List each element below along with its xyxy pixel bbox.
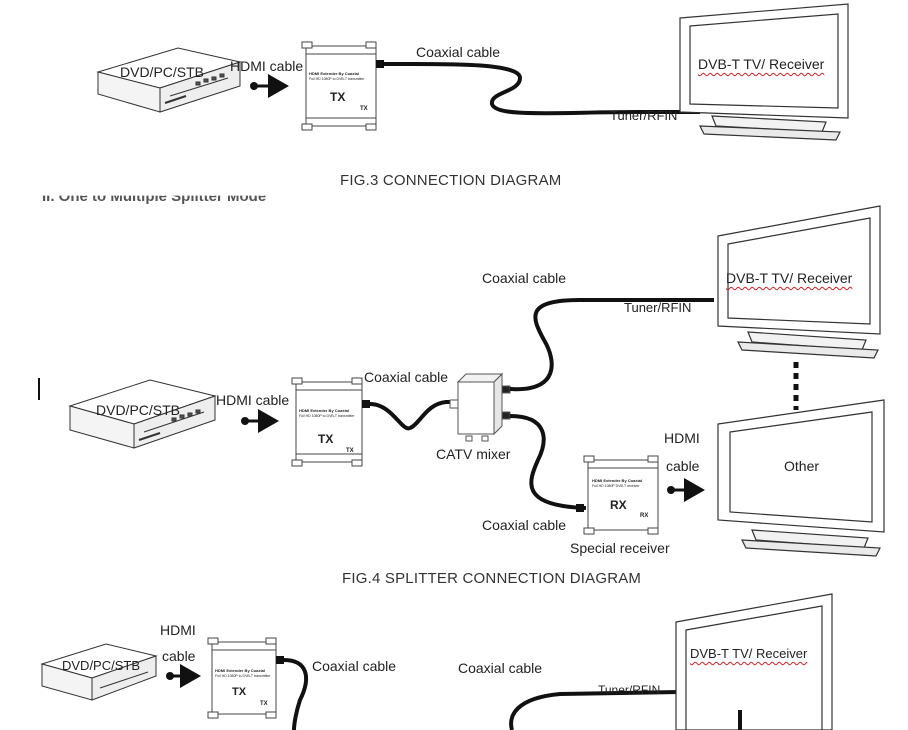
tx-box-label: TX — [318, 432, 334, 446]
coaxial-cable-line — [383, 61, 700, 116]
hdmi-label-line2: cable — [162, 648, 196, 664]
dvd-player-icon — [96, 47, 242, 113]
tx-extender-box — [207, 637, 277, 719]
hdmi-arrow-icon — [241, 409, 279, 433]
tv-monitor-icon — [679, 3, 849, 141]
hdmi-arrow-icon — [166, 664, 201, 688]
tuner-rfin-label: Tuner/RFIN — [624, 300, 692, 315]
rx-box-subtitle: Full HD 1080P DVB-T receiver — [592, 484, 640, 488]
coax-port — [276, 656, 284, 664]
hdmi-label-line1: HDMI — [664, 430, 700, 446]
hdmi-label-line2: cable — [666, 458, 700, 474]
section-heading-fragment: II. One to Multiple Splitter Mode — [42, 188, 267, 205]
fig3-caption: FIG.3 CONNECTION DIAGRAM — [340, 172, 562, 189]
coaxial-cable-line — [369, 400, 456, 431]
hdmi-cable-label: HDMI cable — [216, 392, 290, 408]
coax-port — [362, 400, 370, 408]
source-device-label: DVD/PC/STB — [120, 64, 205, 80]
coaxial-cable-label: Coaxial cable — [416, 44, 501, 60]
tx-box-title: HDMI Extender By Coaxial — [309, 71, 360, 76]
text-cursor — [38, 378, 40, 400]
tv-monitor-icon — [717, 399, 885, 557]
tv-monitor-icon — [675, 593, 833, 730]
tx-box-small-label: TX — [346, 448, 354, 454]
rx-box-title: HDMI Extender By Coaxial — [592, 478, 643, 483]
dvd-player-icon — [68, 379, 217, 449]
tx-box-small-label: TX — [260, 701, 268, 707]
other-device-label: Other — [784, 458, 820, 474]
hdmi-arrow-icon — [250, 74, 289, 98]
coaxial-cable-label: Coaxial cable — [482, 270, 567, 286]
coaxial-cable-label: Coaxial cable — [458, 660, 543, 676]
rx-receiver-box — [583, 455, 659, 535]
rx-box-label: RX — [610, 498, 627, 512]
catv-mixer-icon — [449, 372, 511, 442]
tuner-rfin-label: Tuner/RFIN — [598, 683, 661, 697]
catv-mixer-label: CATV mixer — [436, 446, 511, 462]
hdmi-cable-label: HDMI cable — [230, 58, 304, 74]
tx-extender-box — [301, 41, 377, 131]
coaxial-cable-label: Coaxial cable — [482, 517, 567, 533]
tx-box-subtitle: Full HD 1080P to DVB-T transmitter — [215, 674, 271, 678]
special-receiver-label: Special receiver — [570, 540, 670, 556]
coax-port — [576, 504, 584, 512]
tx-box-label: TX — [232, 686, 247, 698]
tv-receiver-label: DVB-T TV/ Receiver — [726, 270, 852, 286]
tx-extender-box — [291, 377, 363, 467]
tx-box-label: TX — [330, 90, 346, 104]
source-device-label: DVD/PC/STB — [96, 402, 181, 418]
rx-box-small-label: RX — [640, 513, 649, 519]
coax-port — [376, 60, 384, 68]
hdmi-arrow-icon — [667, 478, 705, 502]
tx-box-subtitle: Full HD 1080P to DVB-T transmitter — [299, 414, 355, 418]
source-device-label: DVD/PC/STB — [62, 658, 141, 673]
tv-receiver-label: DVB-T TV/ Receiver — [698, 56, 824, 72]
tuner-rfin-label: Tuner/RFIN — [610, 108, 678, 123]
dvd-player-icon — [40, 643, 158, 701]
hdmi-label-line1: HDMI — [160, 622, 196, 638]
tv-receiver-text: DVB-T TV/ Receiver — [726, 270, 853, 286]
tv-receiver-text: DVB-T TV/ Receiver — [698, 56, 825, 72]
coaxial-cable-line — [509, 414, 587, 510]
coaxial-cable-line — [509, 298, 714, 392]
tx-box-title: HDMI Extender By Coaxial — [215, 668, 266, 673]
tx-box-title: HDMI Extender By Coaxial — [299, 408, 350, 413]
coaxial-cable-label: Coaxial cable — [364, 369, 449, 385]
tv-monitor-icon — [717, 205, 881, 359]
tx-box-subtitle: Full HD 1080P to DVB-T transmitter — [309, 77, 365, 81]
fig4-caption: FIG.4 SPLITTER CONNECTION DIAGRAM — [342, 570, 642, 587]
tx-box-small-label: TX — [360, 106, 368, 112]
tv-receiver-text: DVB-T TV/ Receiver — [690, 646, 808, 661]
coaxial-cable-line — [283, 658, 309, 730]
coaxial-cable-line — [509, 690, 681, 730]
tv-stand-post — [738, 710, 742, 730]
coaxial-cable-label: Coaxial cable — [312, 658, 397, 674]
tv-receiver-label: DVB-T TV/ Receiver — [690, 646, 807, 662]
